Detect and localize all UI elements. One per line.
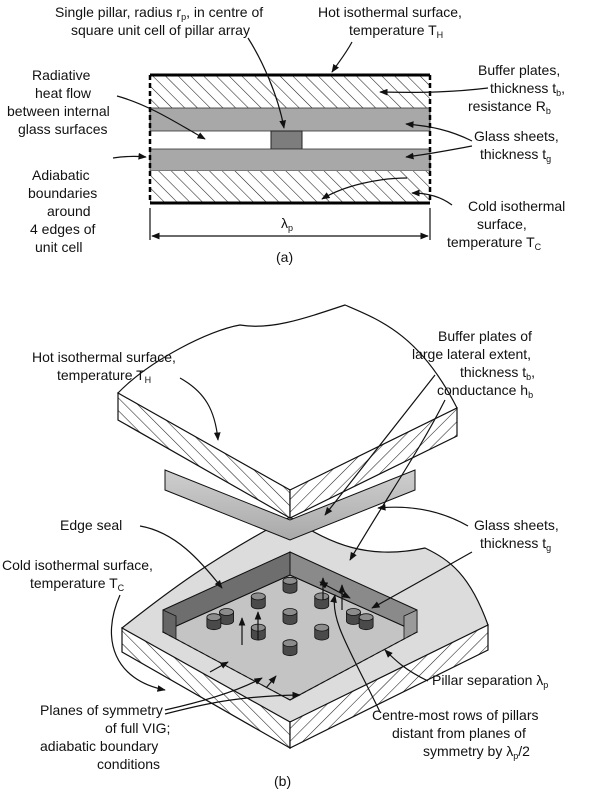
radiative-label: Radiative <box>32 67 91 83</box>
diagram-a: λp (a) Single pillar, radius rp, in cent… <box>7 4 565 265</box>
pillar-10 <box>314 623 330 641</box>
svg-text:around: around <box>47 203 91 219</box>
glass-sheets-label-b: Glass sheets, <box>474 517 559 533</box>
svg-text:heat flow: heat flow <box>35 85 92 101</box>
top-plate-right-face <box>289 407 458 519</box>
diagram-b: Hot isothermal surface, temperature TH B… <box>2 304 559 789</box>
svg-text:glass surfaces: glass surfaces <box>18 121 107 137</box>
svg-text:temperature TC: temperature TC <box>447 234 542 252</box>
pillar-4 <box>219 608 234 625</box>
svg-text:surface,: surface, <box>477 216 527 232</box>
edge-seal-label: Edge seal <box>60 517 122 533</box>
pillar-6 <box>346 608 361 625</box>
planes-symmetry-label: Planes of symmetry <box>40 702 163 718</box>
pillar-grid <box>206 576 374 657</box>
svg-text:thickness tg: thickness tg <box>480 146 551 164</box>
bottom-glass-sheet <box>149 148 431 172</box>
svg-text:4 edges of: 4 edges of <box>30 221 95 237</box>
pillar-1 <box>282 576 298 594</box>
svg-text:boundaries: boundaries <box>28 185 97 201</box>
svg-text:temperature TH: temperature TH <box>57 367 151 385</box>
svg-text:large lateral extent,: large lateral extent, <box>412 346 531 362</box>
pillar-8 <box>206 613 222 631</box>
svg-text:distant from planes of: distant from planes of <box>392 725 526 741</box>
svg-text:temperature TC: temperature TC <box>30 575 125 593</box>
top-glass-sheet <box>149 107 431 132</box>
pillar-separation-label: Pillar separation λp <box>432 672 548 690</box>
pillar-2 <box>250 592 266 610</box>
hot-surface-label-a: Hot isothermal surface, <box>318 4 462 20</box>
lambda-label: λp <box>281 215 293 233</box>
edge-seal-front-right <box>403 609 418 640</box>
svg-text:unit cell: unit cell <box>35 239 82 255</box>
svg-text:thickness tb,: thickness tb, <box>460 364 535 382</box>
pillar-3 <box>314 592 330 610</box>
adiabatic-label: Adiabatic <box>32 167 90 183</box>
cold-surface-label-a: Cold isothermal <box>468 198 565 214</box>
pillar-7 <box>358 613 374 631</box>
top-hatch-layer <box>150 75 430 108</box>
pillar-label: Single pillar, radius rp, in centre of <box>55 4 263 22</box>
pillar-11 <box>282 639 298 657</box>
svg-text:thickness tg: thickness tg <box>480 535 551 553</box>
svg-text:symmetry by λp/2: symmetry by λp/2 <box>423 743 530 761</box>
svg-text:thickness tb,: thickness tb, <box>490 80 565 98</box>
hot-surface-label-b: Hot isothermal surface, <box>32 349 176 365</box>
svg-text:resistance Rb: resistance Rb <box>468 98 551 116</box>
svg-text:adiabatic boundary: adiabatic boundary <box>40 738 158 754</box>
svg-text:between internal: between internal <box>7 103 110 119</box>
svg-text:square unit cell of pillar arr: square unit cell of pillar array <box>71 22 250 38</box>
centre-rows-label: Centre-most rows of pillars <box>372 707 539 723</box>
pillar <box>270 130 303 150</box>
bottom-plate-right-face <box>289 624 489 749</box>
svg-text:conductance hb: conductance hb <box>437 382 533 400</box>
bottom-hatch-layer <box>150 171 430 203</box>
caption-a: (a) <box>276 249 293 265</box>
top-buffer-plate-lower <box>164 469 416 541</box>
svg-text:temperature TH: temperature TH <box>349 22 443 40</box>
top-plate-top <box>117 304 458 491</box>
caption-b: (b) <box>274 773 291 789</box>
svg-text:of full VIG;: of full VIG; <box>105 720 170 736</box>
pillar-5 <box>282 608 298 625</box>
glass-sheets-label-a: Glass sheets, <box>474 128 559 144</box>
cold-surface-label-b: Cold isothermal surface, <box>2 557 153 573</box>
svg-text:conditions: conditions <box>97 756 160 772</box>
buffer-plates-label-b: Buffer plates of <box>438 328 532 344</box>
buffer-plates-label-a: Buffer plates, <box>478 62 560 78</box>
